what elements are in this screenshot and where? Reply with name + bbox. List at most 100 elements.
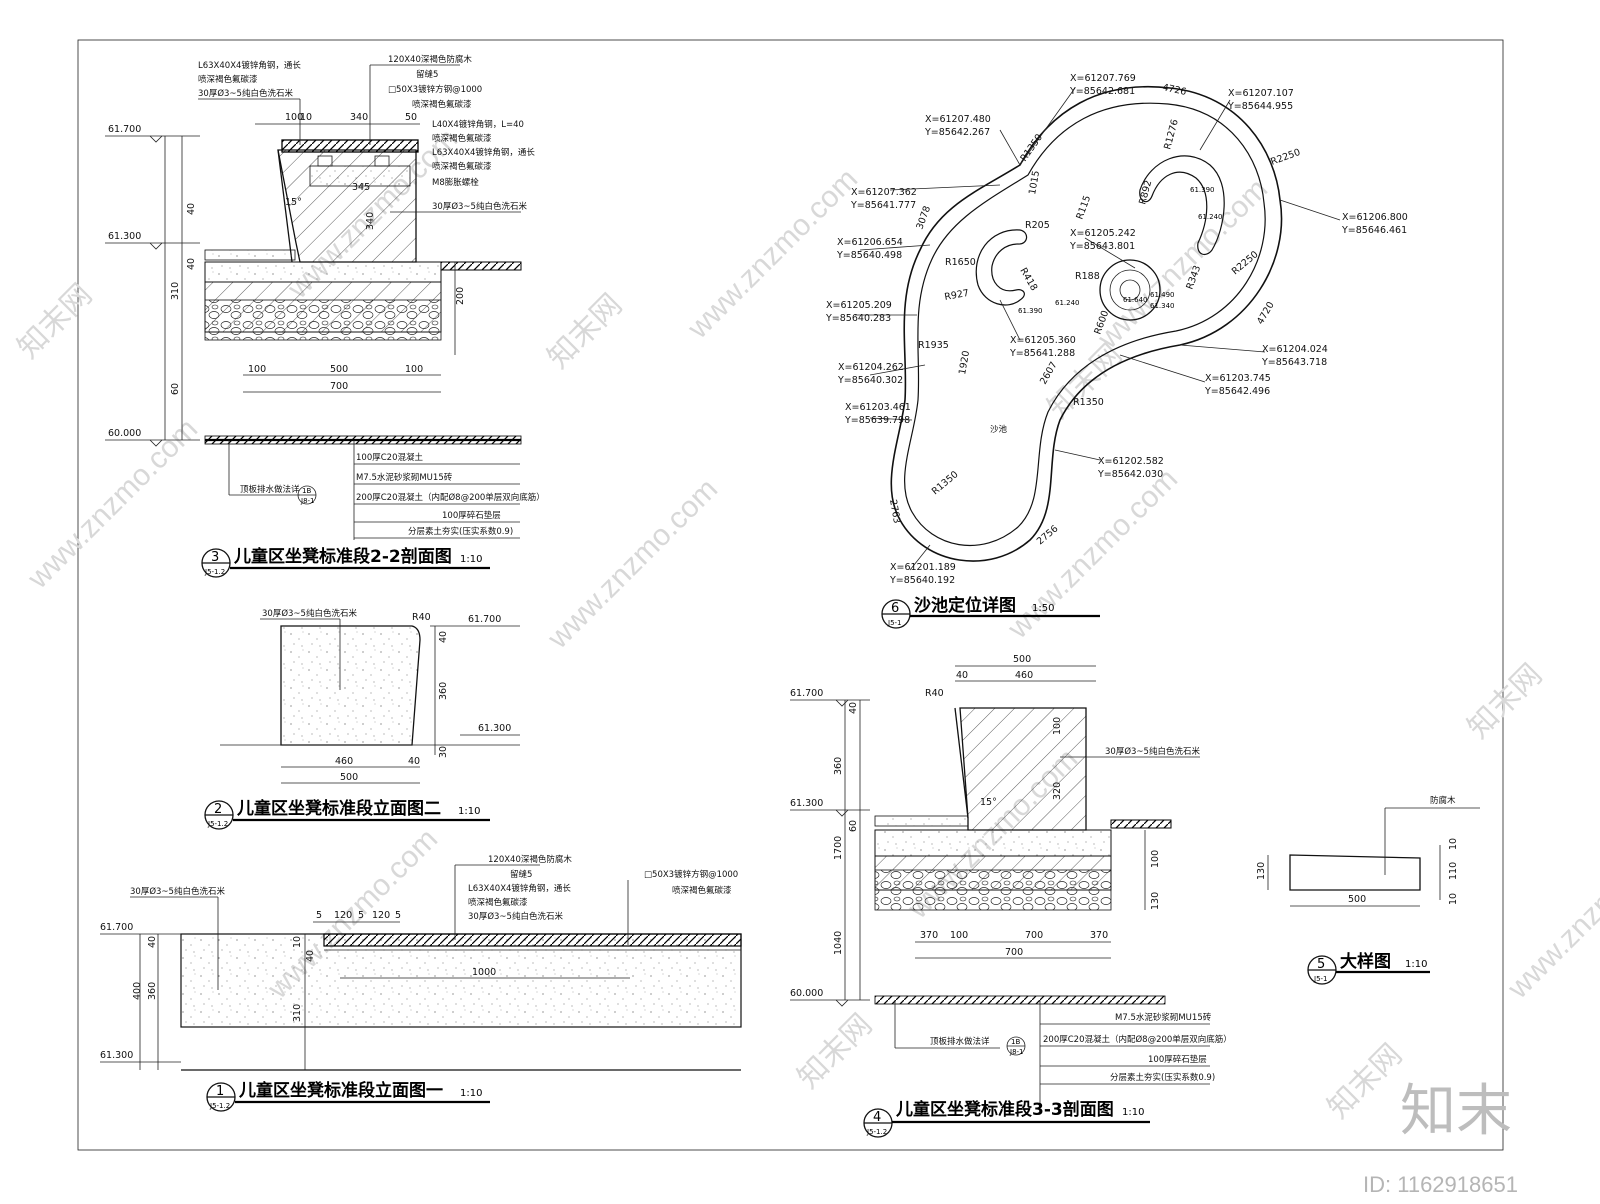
watermark-text: www.znzmo.com — [1001, 462, 1184, 645]
dim-text: 460 — [335, 756, 353, 767]
note-text: 顶板排水做法详 — [240, 484, 300, 495]
dim-text: 100 — [950, 930, 968, 941]
note-text: M8膨胀螺栓 — [432, 177, 479, 188]
svg-text:J5-1: J5-1 — [887, 619, 902, 627]
dim-text: 370 — [920, 930, 938, 941]
svg-text:X=61203.461: X=61203.461 — [845, 402, 911, 413]
layer-text: 分层素土夯实(压实系数0.9) — [408, 526, 513, 537]
brand-logo: 知末 — [1400, 1079, 1512, 1144]
elevation-marks: 61.700 61.300 60.000 — [105, 124, 200, 447]
note-text: □50X3镀锌方钢@1000 — [388, 84, 482, 95]
drawing-title: 沙池定位详图 — [914, 595, 1016, 616]
dim-text: 40 — [408, 756, 420, 767]
note-text: 120X40深褐色防腐木 — [488, 854, 572, 865]
dim-text: 40 — [186, 203, 197, 215]
svg-text:X=61205.209: X=61205.209 — [826, 300, 892, 311]
dim-text: 15° — [285, 197, 302, 208]
dim-text: 360 — [833, 757, 844, 775]
layer-text: 100厚碎石垫层 — [1148, 1054, 1207, 1065]
seat-block — [280, 625, 421, 746]
dim-text: 10 — [292, 936, 303, 948]
title-5: 5 J5-1 大样图 1:10 — [1307, 951, 1430, 985]
svg-text:R188: R188 — [1075, 271, 1100, 282]
note-text: 30厚Ø3~5纯白色洗石米 — [1105, 746, 1200, 757]
dim-text: 50 — [405, 112, 417, 123]
dim-text: 110 — [1448, 862, 1459, 880]
dim-text: 5 — [358, 910, 364, 921]
note-text: L63X40X4镀锌角钢，通长 — [432, 147, 535, 158]
dim-text: 200 — [455, 287, 466, 305]
svg-text:1:10: 1:10 — [1122, 1107, 1144, 1118]
dim-text: 10 — [1448, 838, 1459, 850]
svg-text:Y=85642.267: Y=85642.267 — [924, 127, 990, 138]
svg-text:61.390: 61.390 — [1018, 307, 1043, 315]
dim-text: 500 — [330, 364, 348, 375]
svg-text:61.390: 61.390 — [1190, 186, 1215, 194]
document-id: ID: 1162918651 — [1363, 1172, 1518, 1197]
dim-text: 1700 — [833, 836, 844, 860]
drawing-title: 儿童区坐凳标准段2-2剖面图 — [233, 546, 452, 567]
dim-text: 340 — [350, 112, 368, 123]
seat-concrete — [959, 707, 1087, 831]
layer-text: 200厚C20混凝土（内配Ø8@200单层双向底筋） — [1043, 1034, 1232, 1045]
watermark-text: www.znzmo.com — [541, 472, 724, 655]
detail-5: 防腐木 130 500 10 110 10 — [1256, 795, 1480, 907]
dim-text: 340 — [365, 212, 376, 230]
round-mound — [1099, 259, 1161, 321]
elev-label: 61.300 — [790, 798, 823, 809]
layer-text: 200厚C20混凝土（内配Ø8@200单层双向底筋） — [356, 492, 545, 503]
elev-label: 60.000 — [790, 988, 823, 999]
svg-text:Y=85640.498: Y=85640.498 — [836, 250, 902, 261]
dim-text: 370 — [1090, 930, 1108, 941]
sheet-border — [77, 39, 1504, 1151]
section4-layer-notes: M7.5水泥砂浆砌MU15砖 200厚C20混凝土（内配Ø8@200单层双向底筋… — [1039, 1000, 1232, 1105]
dim-text: 400 — [132, 982, 143, 1000]
svg-text:Y=85643.801: Y=85643.801 — [1069, 241, 1135, 252]
svg-text:Y=85640.283: Y=85640.283 — [825, 313, 891, 324]
svg-text:2763: 2763 — [887, 499, 902, 525]
svg-text:5: 5 — [1317, 957, 1325, 972]
layer-text: 分层素土夯实(压实系数0.9) — [1110, 1072, 1215, 1083]
dim-text: 40 — [438, 631, 449, 643]
elev-label: 61.300 — [100, 1050, 133, 1061]
note-text: 顶板排水做法详 — [930, 1036, 990, 1047]
dim-text: 5 — [395, 910, 401, 921]
elev-label: 61.700 — [108, 124, 141, 135]
svg-text:R892: R892 — [1137, 179, 1154, 206]
drawing-title: 儿童区坐凳标准段立面图一 — [238, 1080, 443, 1101]
dim-text: 320 — [1052, 782, 1063, 800]
dim-text: 30 — [438, 746, 449, 758]
svg-text:J5-1.2: J5-1.2 — [207, 820, 228, 828]
svg-text:1: 1 — [216, 1084, 224, 1099]
svg-text:X=61207.107: X=61207.107 — [1228, 88, 1294, 99]
note-text: 喷深褐色氟碳漆 — [412, 99, 472, 110]
dim-text: 100 — [1150, 850, 1161, 868]
svg-text:X=61201.189: X=61201.189 — [890, 562, 956, 573]
dim-text: 700 — [330, 381, 348, 392]
drawing-title: 儿童区坐凳标准段立面图二 — [236, 798, 441, 819]
timber-slats — [323, 933, 742, 947]
layer-text: 100厚C20混凝土 — [356, 452, 423, 463]
dim-text: 120 — [372, 910, 390, 921]
timber-cap — [281, 139, 419, 153]
dim-text: 15° — [980, 797, 997, 808]
dim-text: 10 — [1448, 893, 1459, 905]
svg-text:X=61205.242: X=61205.242 — [1070, 228, 1136, 239]
dim-text: 100 — [248, 364, 266, 375]
title-4: 4 J5-1.2 儿童区坐凳标准段3-3剖面图 1:10 — [863, 1099, 1150, 1138]
dim-text: R40 — [925, 688, 944, 699]
note-text: 喷深褐色氟碳漆 — [198, 74, 258, 85]
svg-text:4: 4 — [873, 1110, 881, 1125]
svg-text:R2250: R2250 — [1269, 147, 1302, 168]
svg-text:R205: R205 — [1025, 220, 1050, 231]
svg-text:4720: 4720 — [1255, 300, 1277, 326]
dim-text: 40 — [186, 258, 197, 270]
dim-text: 700 — [1005, 947, 1023, 958]
dim-text: 100 — [405, 364, 423, 375]
svg-text:Y=85639.798: Y=85639.798 — [844, 415, 910, 426]
svg-text:R1350: R1350 — [1073, 397, 1104, 408]
title-1: 1 J5-1.2 儿童区坐凳标准段立面图一 1:10 — [206, 1080, 490, 1112]
elev-label: 61.300 — [108, 231, 141, 242]
